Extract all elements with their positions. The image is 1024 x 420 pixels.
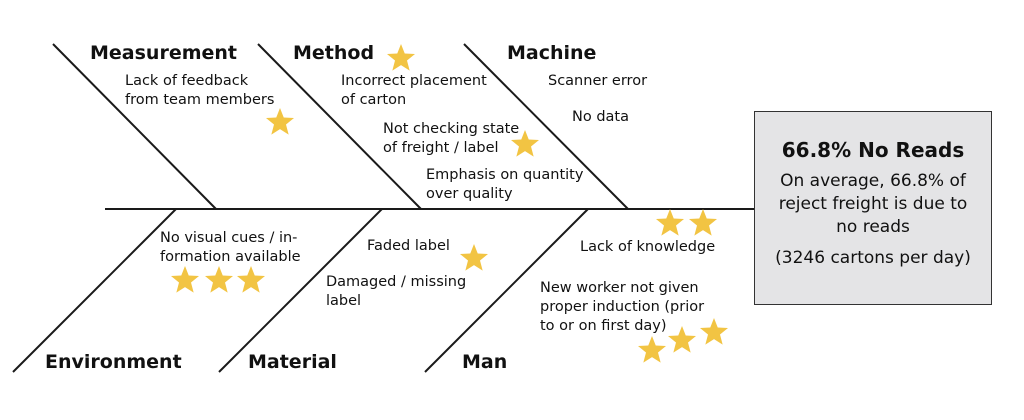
- cause-no-data: No data: [572, 109, 629, 125]
- category-method: Method: [293, 42, 375, 64]
- bone-environment: [12, 208, 177, 373]
- effect-box: 66.8% No Reads On average, 66.8% of reje…: [754, 111, 992, 305]
- cause-new-worker: New worker not given proper induction (p…: [540, 280, 705, 334]
- star-icon: [511, 130, 539, 157]
- star-icon: [266, 108, 294, 135]
- star-icon: [237, 266, 265, 293]
- star-icon: [689, 209, 717, 236]
- bone-man: [424, 208, 589, 373]
- bone-machine: [463, 43, 629, 210]
- category-measurement: Measurement: [90, 42, 237, 64]
- cause-damaged-label: Damaged / missing label: [326, 274, 467, 309]
- category-machine: Machine: [507, 42, 597, 64]
- cause-emphasis: Emphasis on quantity over quality: [426, 167, 584, 202]
- star-icon: [387, 44, 415, 71]
- bone-measurement: [52, 43, 217, 210]
- effect-title: 66.8% No Reads: [781, 138, 965, 162]
- effect-detail: (3246 cartons per day): [775, 248, 971, 268]
- star-icon: [460, 244, 488, 271]
- category-environment: Environment: [45, 351, 182, 373]
- effect-description: On average, 66.8% of reject freight is d…: [778, 171, 968, 237]
- star-icon: [668, 326, 696, 353]
- bone-material: [218, 208, 383, 373]
- cause-no-visual-cues: No visual cues / in- formation available: [160, 230, 301, 265]
- bone-method: [257, 43, 422, 210]
- star-icon: [171, 266, 199, 293]
- category-man: Man: [462, 351, 508, 373]
- category-material: Material: [248, 351, 337, 373]
- cause-not-checking: Not checking state of freight / label: [383, 121, 520, 156]
- cause-scanner-error: Scanner error: [548, 73, 648, 89]
- star-icon: [700, 318, 728, 345]
- cause-incorrect-placement: Incorrect placement of carton: [341, 73, 487, 108]
- star-icon: [638, 336, 666, 363]
- cause-lack-feedback: Lack of feedback from team members: [125, 73, 275, 108]
- cause-faded-label: Faded label: [367, 238, 450, 254]
- star-icon: [656, 209, 684, 236]
- cause-lack-knowledge: Lack of knowledge: [580, 239, 716, 255]
- star-icon: [205, 266, 233, 293]
